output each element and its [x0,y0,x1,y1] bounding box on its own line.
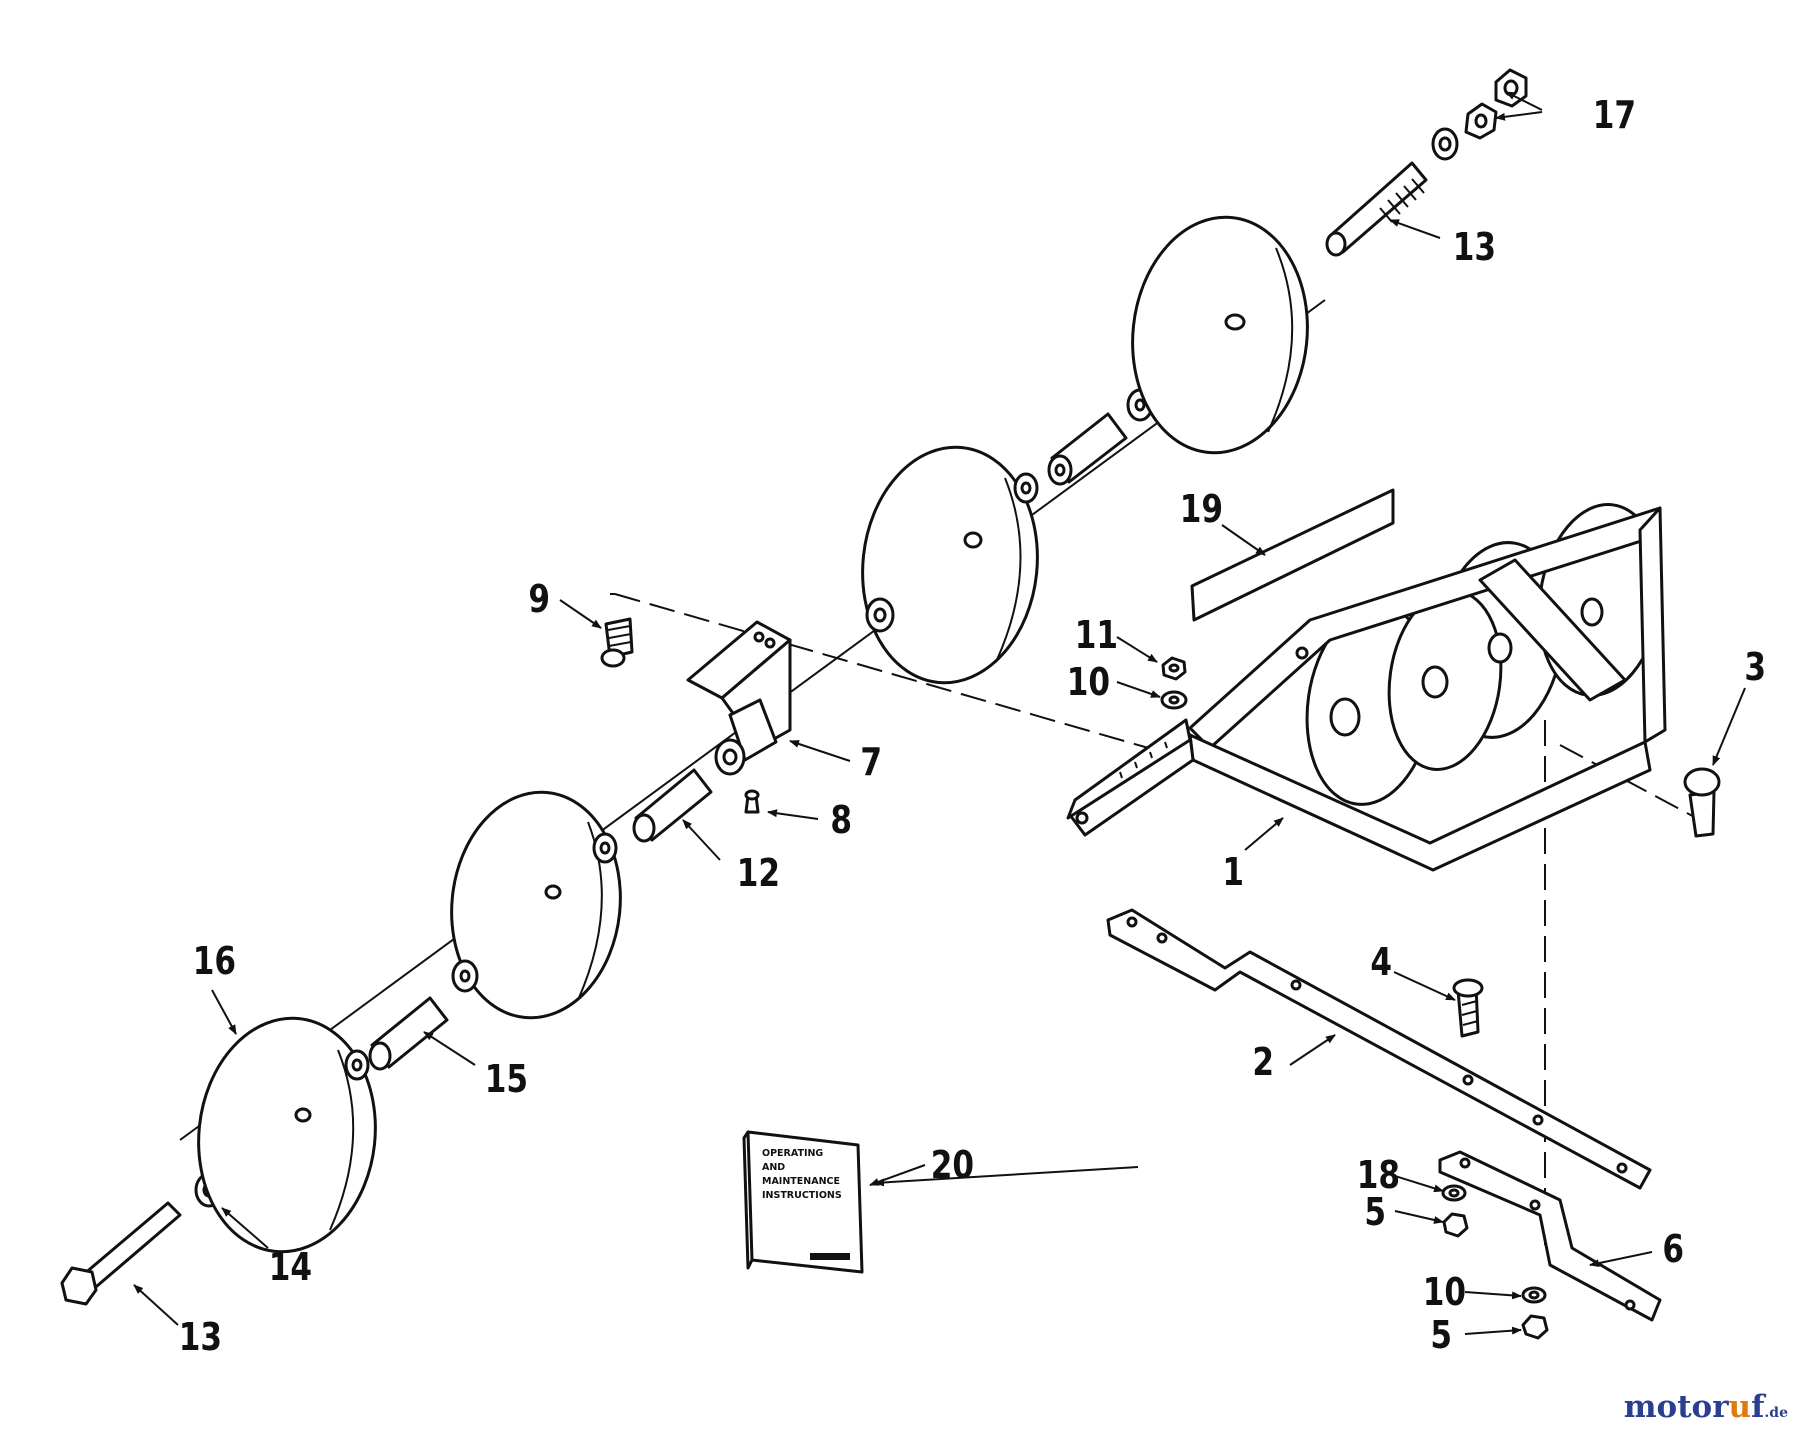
washer-10-lower [1521,1286,1547,1304]
watermark-logo: motoruf.de [1624,1389,1788,1425]
callout-1: 1 [1222,851,1244,895]
spacer-15 [344,996,449,1081]
manual-line-3: MAINTENANCE [762,1176,840,1187]
disc-blade-16 [197,1016,377,1254]
carriage-bolt-9 [600,617,634,668]
disc-blade-4 [1131,215,1309,455]
spacer-upper [1013,388,1154,504]
manual-line-2: AND [762,1162,785,1173]
washer-18 [1441,1184,1467,1202]
manual-line-1: OPERATING [762,1148,823,1159]
axle-centerlines [179,299,1701,1245]
decal-19 [1190,488,1395,622]
callout-14: 14 [269,1246,312,1290]
grease-fitting-8 [744,789,760,814]
nuts-washers-17 [1431,68,1528,161]
callout-8: 8 [830,799,852,843]
bolt-lower [60,1201,182,1306]
watermark-u: u [1728,1389,1752,1425]
leader-arrows [133,91,1746,1335]
bracket-bar-2 [1106,908,1652,1190]
callout-10-lower: 10 [1423,1271,1466,1315]
callout-11: 11 [1075,614,1118,658]
callout-19: 19 [1180,488,1223,532]
nut-5-upper [1442,1212,1469,1238]
callout-9: 9 [528,578,550,622]
disc-harrow-frame-1 [1066,503,1667,872]
callout-4: 4 [1370,941,1392,985]
callout-7: 7 [860,741,882,785]
callout-5-lower: 5 [1430,1314,1452,1358]
callout-13-lower: 13 [179,1316,222,1360]
callout-labels: 17 13 19 11 10 9 7 8 12 1 3 4 2 18 5 6 1… [179,94,1766,1360]
callout-18: 18 [1357,1154,1400,1198]
callout-13-upper: 13 [1453,226,1496,270]
watermark-f: f [1751,1389,1765,1425]
callout-17: 17 [1593,94,1636,138]
callout-6: 6 [1662,1228,1684,1272]
carriage-bolt-3 [1683,767,1721,838]
operating-manual: OPERATING AND MAINTENANCE INSTRUCTIONS [742,1130,864,1274]
threaded-rod-upper [1325,161,1428,257]
nut-5-lower [1521,1314,1549,1340]
callout-5-upper: 5 [1364,1191,1386,1235]
spacer-12 [592,768,713,864]
callout-10-upper: 10 [1067,661,1110,705]
bracket-6 [1438,1150,1662,1322]
manual-line-4: INSTRUCTIONS [762,1190,842,1201]
callout-3: 3 [1744,646,1766,690]
callout-15: 15 [485,1058,528,1102]
disc-blade-3 [861,445,1039,685]
bolt-4 [1452,978,1484,1038]
nut-11 [1161,656,1187,681]
bearing-hanger-7 [686,620,792,776]
disc-blade-2 [450,790,622,1020]
callout-16: 16 [193,940,236,984]
callout-2: 2 [1252,1041,1274,1085]
watermark-suffix: .de [1764,1405,1788,1421]
watermark-motor: motor [1623,1389,1729,1425]
callout-20: 20 [931,1144,974,1188]
washer-10-upper [1160,690,1188,710]
callout-12: 12 [737,852,780,896]
